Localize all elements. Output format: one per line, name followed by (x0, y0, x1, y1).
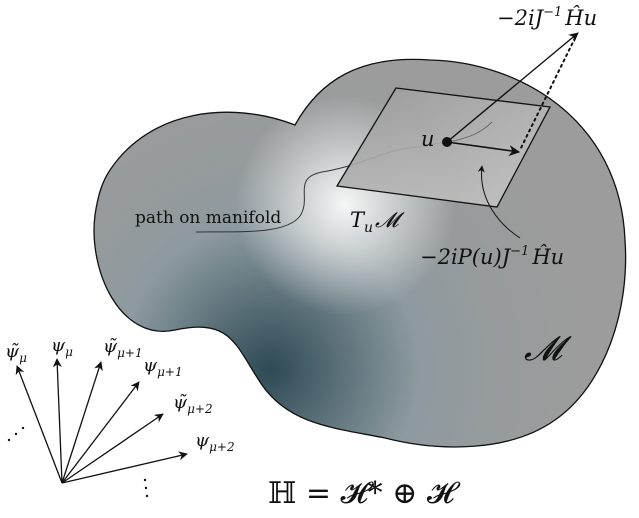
hilbert-space-equation: ℍ = 𝓗* ⊕ 𝓗 (268, 476, 461, 511)
path-on-plane (447, 121, 493, 143)
tangent-space-label: Tu𝓜 (350, 208, 405, 236)
projection-pointer-arrow (477, 165, 521, 239)
basis-label: ψ̃μ+1 (103, 336, 143, 360)
ellipsis-bottom (143, 478, 149, 498)
basis-vector-arrow (61, 381, 140, 484)
ellipsis-left (7, 426, 25, 442)
basis-label: ψ̃μ (5, 341, 27, 365)
tangent-plane (335, 87, 552, 208)
full-vector-arrow (446, 32, 579, 143)
basis-label: ψ̃μ+2 (173, 392, 213, 416)
basis-vector-fan: ψ̃μ ψμ ψ̃μ+1 ψμ+1 ψ̃μ+2 ψμ+2 (5, 335, 235, 498)
basis-vector-arrow (52, 358, 63, 484)
point-u-label: u (421, 127, 435, 151)
basis-vector-arrow (61, 451, 188, 484)
basis-label: ψμ+1 (143, 355, 183, 379)
basis-vector-arrow (61, 413, 164, 484)
projection-dotted-line (519, 37, 576, 151)
point-u (442, 137, 452, 147)
projected-vector-arrow (446, 141, 521, 157)
basis-label: ψμ (51, 335, 73, 359)
path-label: path on manifold (135, 208, 281, 228)
basis-vector-arrow (15, 365, 63, 484)
basis-vector-arrow (61, 361, 103, 484)
basis-label: ψμ+2 (195, 430, 235, 454)
